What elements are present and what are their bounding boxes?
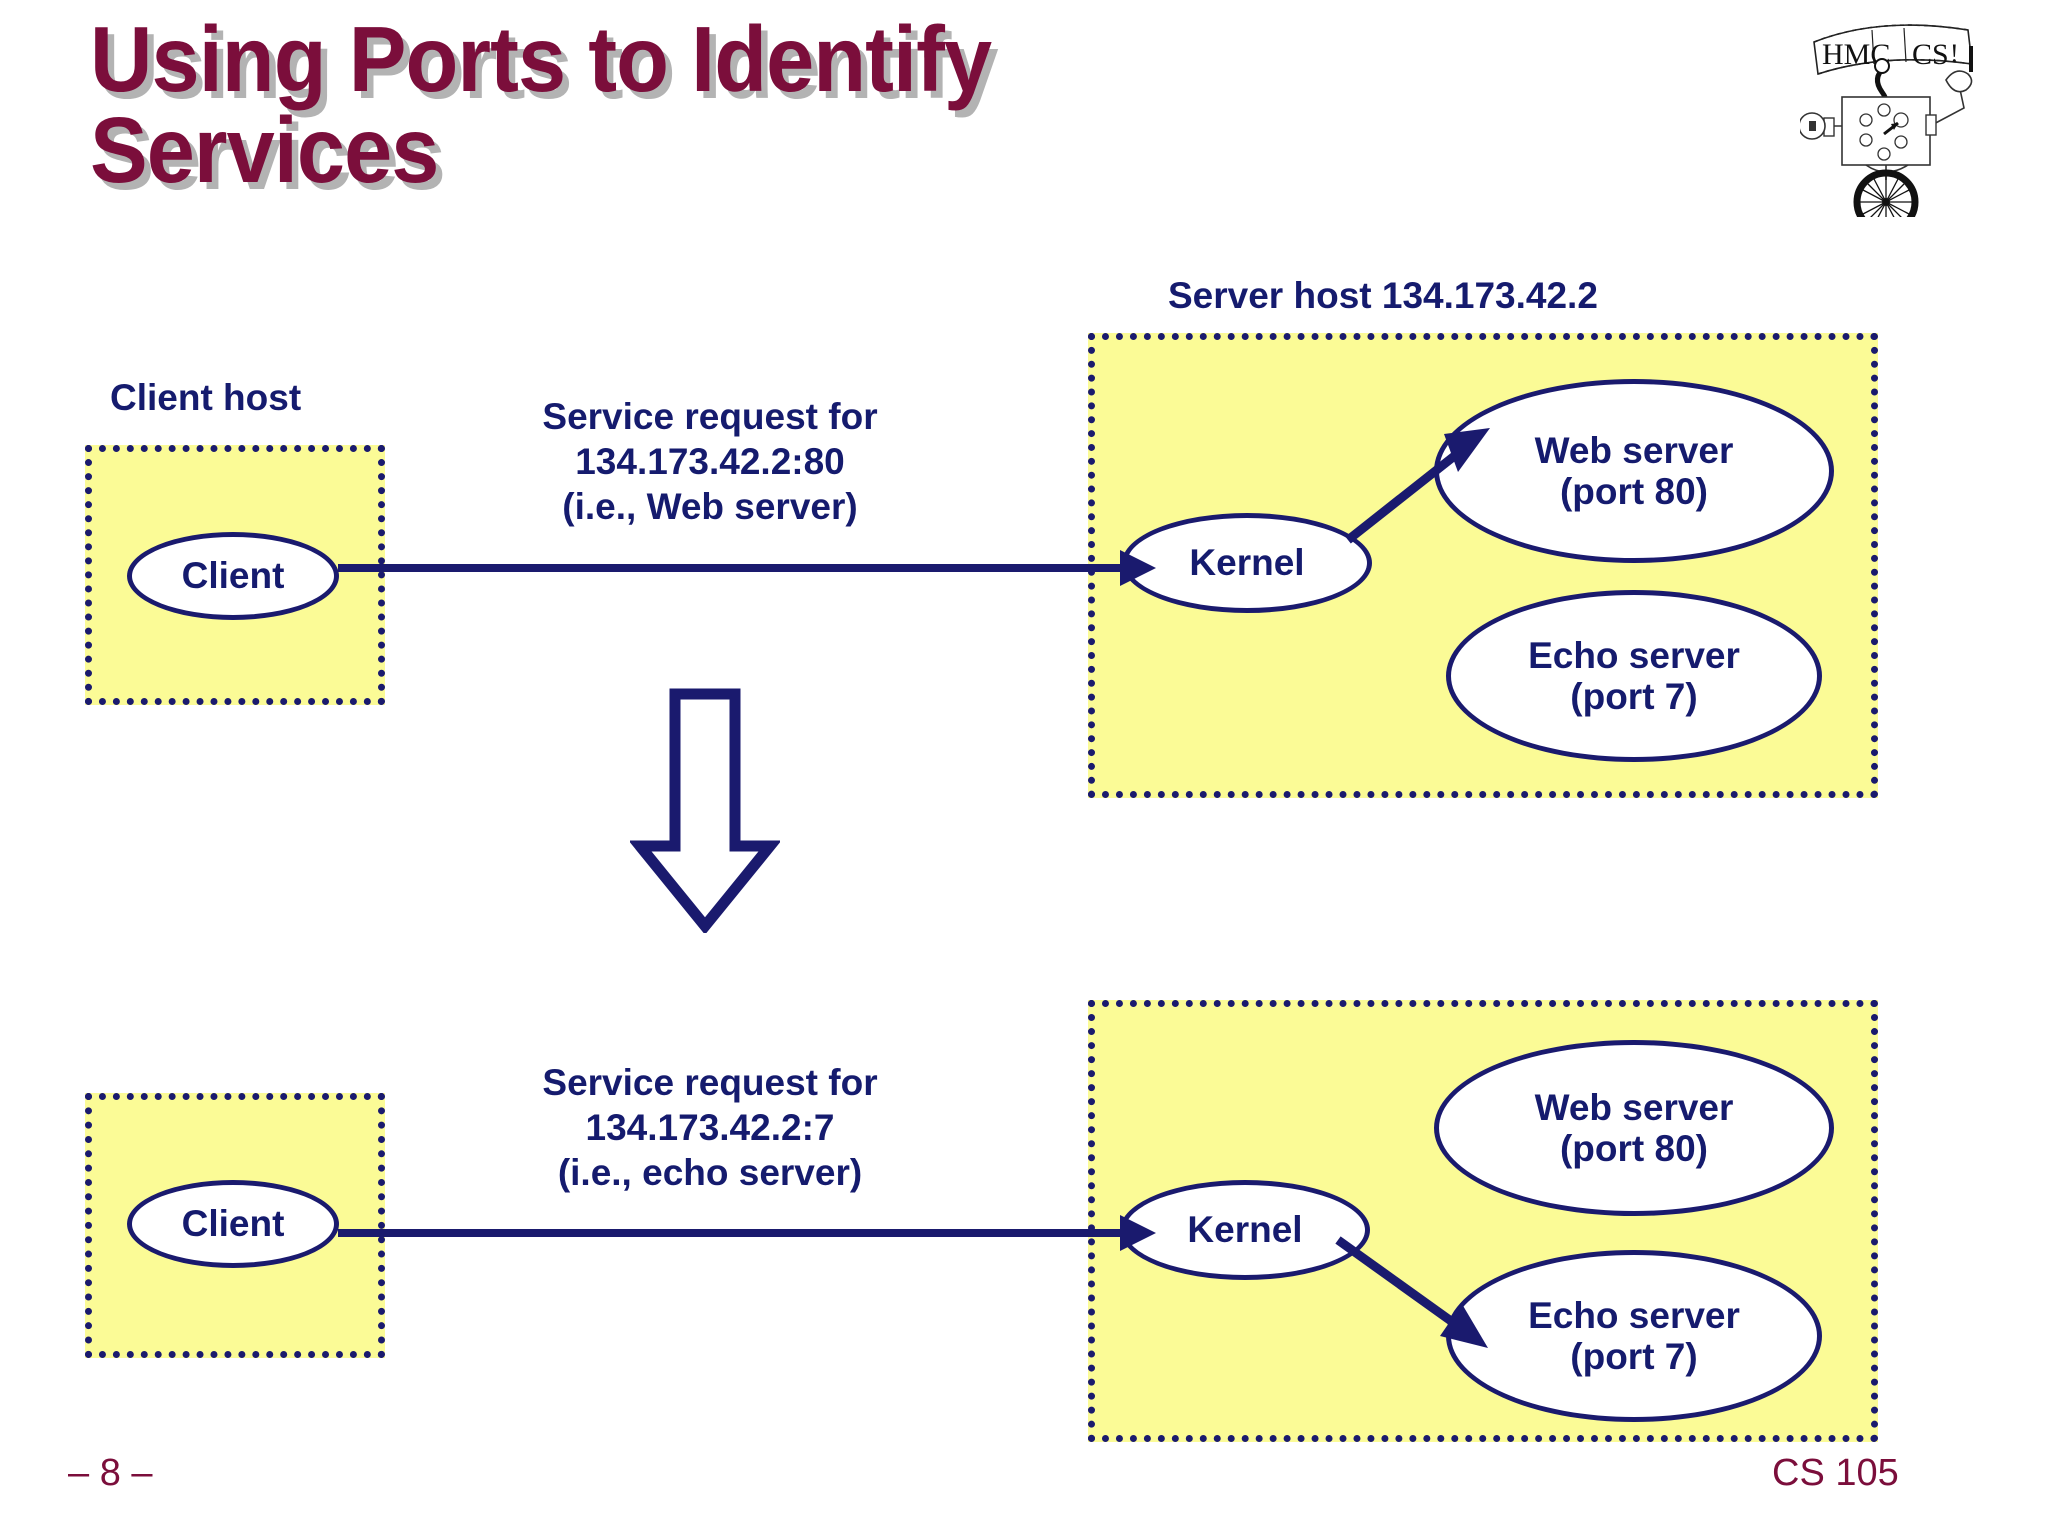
hmc-cs-robot-logo: HMC CS ! (1798, 2, 2040, 235)
client-to-kernel-arrow-top (338, 550, 1156, 586)
svg-text:!: ! (1950, 39, 1959, 68)
kernel-to-web-server-arrow-top (1345, 428, 1490, 544)
robot-logo-icon: HMC CS ! (1798, 24, 1973, 235)
client-node-bottom[interactable]: Client (127, 1180, 339, 1268)
client-host-label-top: Client host (110, 377, 302, 418)
title-block: Using Ports to Identify Services (90, 7, 1340, 203)
echo-server-node-bottom[interactable]: Echo server (port 7) (1446, 1250, 1822, 1422)
service-request-label-bottom: Service request for 134.173.42.2:7 (i.e.… (542, 1062, 878, 1194)
client-to-kernel-arrow-bottom (338, 1215, 1156, 1251)
web-server-node-top[interactable]: Web server (port 80) (1434, 379, 1834, 563)
page-title: Using Ports to Identify Services (90, 7, 992, 203)
kernel-node-top[interactable]: Kernel (1122, 513, 1372, 613)
down-block-arrow-icon (630, 688, 780, 933)
client-node-top[interactable]: Client (127, 532, 339, 620)
service-request-label-top: Service request for 134.173.42.2:80 (i.e… (542, 396, 878, 528)
web-server-node-bottom[interactable]: Web server (port 80) (1434, 1040, 1834, 1216)
svg-text:CS: CS (1912, 38, 1949, 71)
echo-server-node-top[interactable]: Echo server (port 7) (1446, 590, 1822, 762)
server-host-label-top: Server host 134.173.42.2 (1168, 275, 1598, 316)
page-number: – 8 – (68, 1452, 153, 1494)
kernel-to-echo-server-arrow-bottom (1335, 1236, 1488, 1348)
course-label: CS 105 (1772, 1452, 1899, 1494)
